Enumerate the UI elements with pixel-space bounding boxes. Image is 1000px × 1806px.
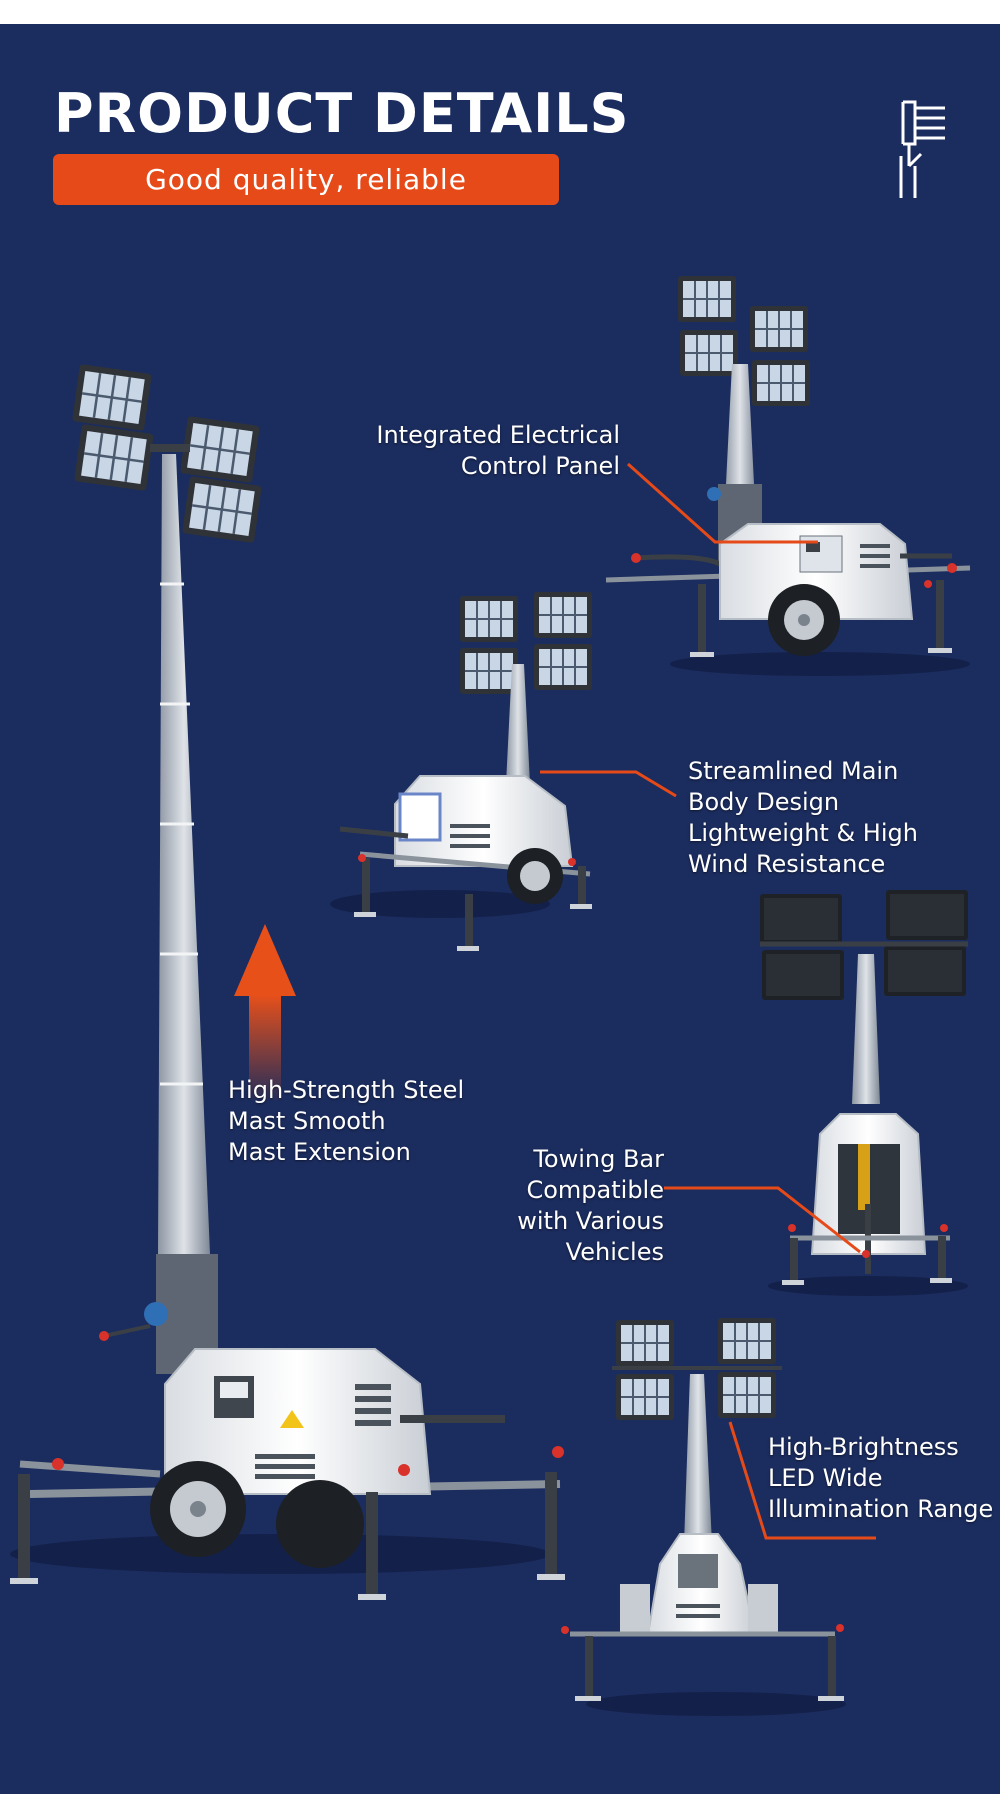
callout-main-body-line2: Body Design bbox=[688, 788, 840, 816]
callout-mast: High-Strength Steel Mast Smooth Mast Ext… bbox=[228, 1075, 464, 1168]
leader-line-towing-bar bbox=[664, 1186, 861, 1254]
callout-towing-bar-line4: Vehicles bbox=[565, 1238, 664, 1266]
callout-control-panel-line2: Control Panel bbox=[460, 452, 620, 480]
leader-line-main-body bbox=[540, 770, 677, 798]
callout-main-body: Streamlined Main Body Design Lightweight… bbox=[688, 756, 918, 880]
leader-line-control-panel bbox=[626, 462, 818, 544]
subtitle-banner: Good quality, reliable bbox=[53, 154, 559, 205]
callout-led-line1: High-Brightness bbox=[768, 1433, 959, 1461]
callout-mast-line1: High-Strength Steel bbox=[228, 1076, 465, 1104]
callout-main-body-line1: Streamlined Main bbox=[688, 757, 899, 785]
callout-mast-line3: Mast Extension bbox=[228, 1138, 411, 1166]
light-tower-towing-bar-image bbox=[760, 890, 968, 1296]
callout-main-body-line4: Wind Resistance bbox=[688, 850, 886, 878]
large-light-tower-image bbox=[10, 362, 565, 1600]
callout-led: High-Brightness LED Wide Illumination Ra… bbox=[768, 1432, 993, 1525]
up-arrow-icon bbox=[234, 924, 296, 1100]
subtitle-text: Good quality, reliable bbox=[145, 163, 467, 196]
callout-towing-bar-line2: Compatible bbox=[526, 1176, 664, 1204]
light-tower-logo-icon bbox=[899, 100, 945, 198]
page-title: PRODUCT DETAILS bbox=[54, 82, 630, 145]
callout-control-panel-line1: Integrated Electrical bbox=[376, 421, 620, 449]
callout-led-line3: Illumination Range bbox=[768, 1495, 994, 1523]
callout-led-line2: LED Wide bbox=[768, 1464, 883, 1492]
callout-towing-bar: Towing Bar Compatible with Various Vehic… bbox=[480, 1144, 664, 1268]
callout-control-panel: Integrated Electrical Control Panel bbox=[370, 420, 620, 482]
callout-main-body-line3: Lightweight & High bbox=[688, 819, 918, 847]
product-illustration bbox=[10, 275, 971, 1716]
callout-towing-bar-line3: with Various bbox=[517, 1207, 664, 1235]
leader-line-led bbox=[728, 1421, 876, 1540]
light-tower-main-body-image bbox=[330, 591, 593, 951]
callout-towing-bar-line1: Towing Bar bbox=[533, 1145, 664, 1173]
light-tower-control-panel-image bbox=[605, 275, 971, 676]
light-tower-led-image bbox=[561, 1317, 846, 1716]
callout-leader-lines bbox=[540, 462, 876, 1540]
product-details-panel: PRODUCT DETAILS Good quality, reliable I… bbox=[0, 24, 1000, 1794]
callout-mast-line2: Mast Smooth bbox=[228, 1107, 386, 1135]
